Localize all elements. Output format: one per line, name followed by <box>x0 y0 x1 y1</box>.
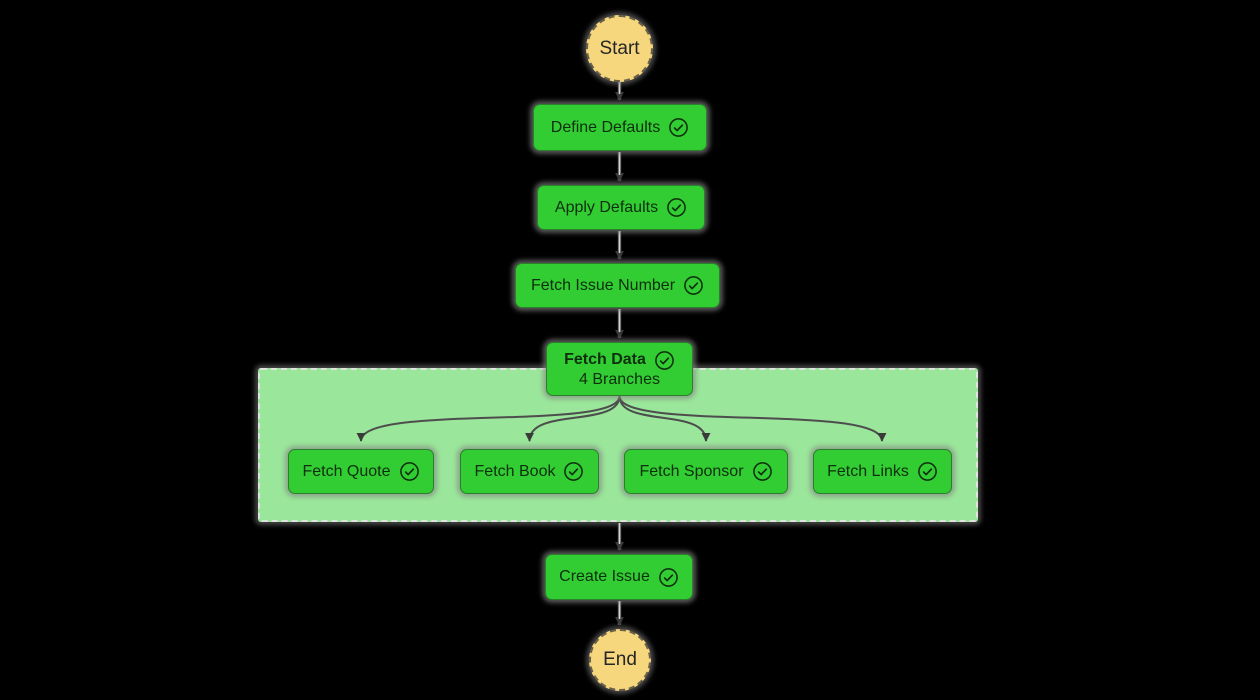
node-label: Fetch Data <box>564 351 646 369</box>
fetch-data-title-row: Fetch Data <box>564 350 675 371</box>
check-circle-icon <box>752 462 772 481</box>
end-label: End <box>603 649 637 670</box>
node-fetch-book: Fetch Book <box>460 449 599 494</box>
end-node: End <box>589 629 651 691</box>
check-circle-icon <box>655 350 674 370</box>
branch-count-label: 4 Branches <box>579 370 660 388</box>
node-fetch-quote: Fetch Quote <box>288 449 434 494</box>
check-circle-icon <box>659 567 678 587</box>
node-label: Apply Defaults <box>554 198 659 216</box>
check-circle-icon <box>399 462 419 481</box>
check-circle-icon <box>684 276 703 295</box>
node-create-issue: Create Issue <box>545 554 693 600</box>
start-node: Start <box>586 15 653 82</box>
start-label: Start <box>599 37 640 59</box>
check-circle-icon <box>564 462 584 481</box>
node-fetch-sponsor: Fetch Sponsor <box>624 449 788 494</box>
node-label: Create Issue <box>559 568 650 585</box>
check-circle-icon <box>669 118 689 137</box>
check-circle-icon <box>667 198 686 217</box>
node-label: Fetch Quote <box>302 462 391 480</box>
node-fetch-data: Fetch Data 4 Branches <box>546 342 693 396</box>
node-fetch-links: Fetch Links <box>813 449 952 494</box>
node-label: Fetch Links <box>827 462 909 480</box>
node-label: Fetch Issue Number <box>530 276 676 294</box>
check-circle-icon <box>918 462 937 481</box>
node-label: Fetch Sponsor <box>639 462 744 480</box>
node-label: Fetch Book <box>474 462 556 480</box>
node-label: Define Defaults <box>550 118 661 136</box>
node-define-defaults: Define Defaults <box>533 104 707 151</box>
node-apply-defaults: Apply Defaults <box>537 185 705 230</box>
node-fetch-issue-number: Fetch Issue Number <box>515 263 720 308</box>
